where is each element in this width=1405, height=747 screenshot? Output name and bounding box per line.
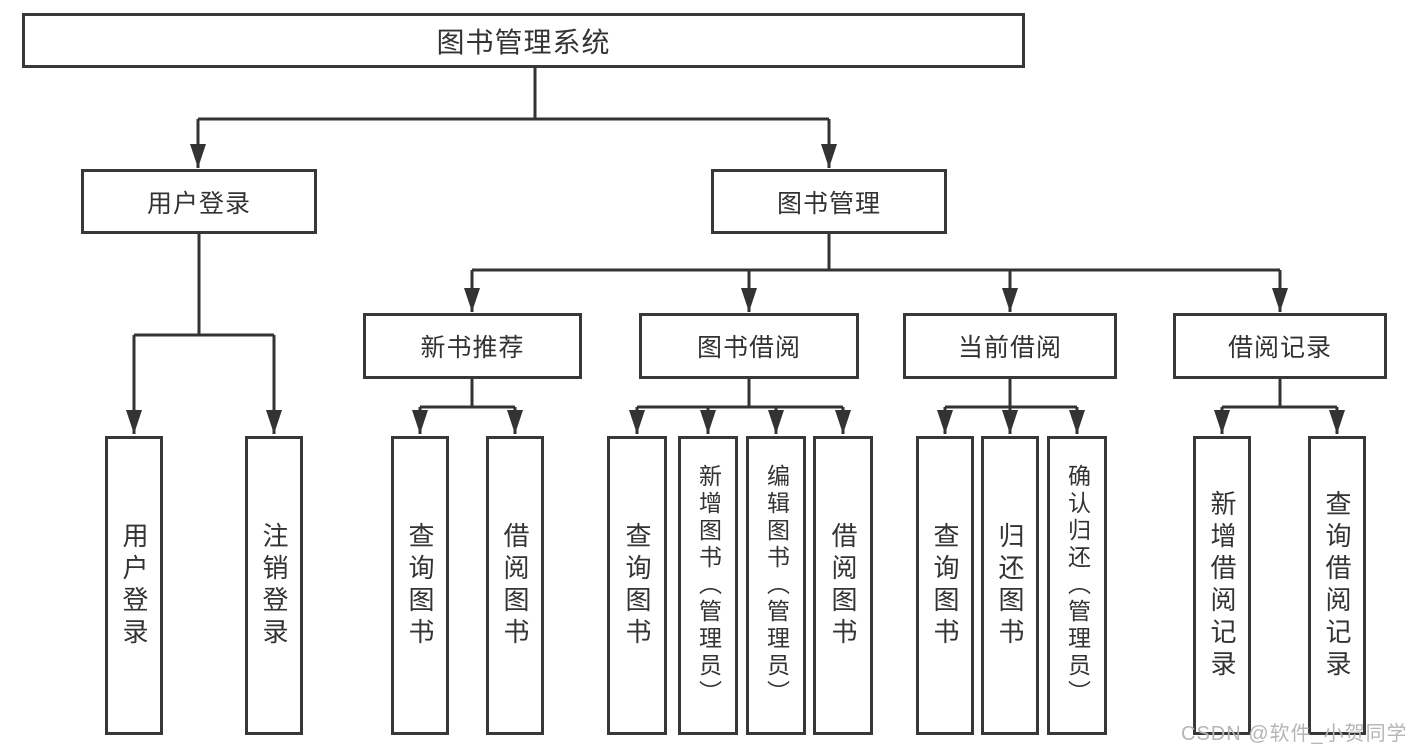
leaf-br-add-borrow-record: 新增借阅记录 — [1193, 436, 1251, 735]
node-book-borrow: 图书借阅 — [639, 313, 859, 379]
node-new-book-recommend: 新书推荐 — [363, 313, 582, 379]
node-book-management: 图书管理 — [711, 169, 947, 234]
node-borrow-records-label: 借阅记录 — [1227, 334, 1332, 362]
leaf-cb-query-books-label: 查询图书 — [930, 521, 960, 650]
leaf-bb-borrow-books: 借阅图书 — [813, 436, 873, 735]
leaf-bb-edit-books-admin: 编辑图书（管理员） — [746, 436, 806, 735]
leaf-cb-query-books: 查询图书 — [916, 436, 974, 735]
leaf-nb-borrow-books-label: 借阅图书 — [500, 521, 530, 650]
node-current-borrow-label: 当前借阅 — [957, 334, 1062, 362]
node-user-login: 用户登录 — [81, 169, 317, 234]
leaf-nb-borrow-books: 借阅图书 — [486, 436, 544, 735]
leaf-logout-label: 注销登录 — [259, 521, 289, 650]
leaf-bb-add-books-admin-label: 新增图书（管理员） — [695, 464, 722, 707]
node-book-management-label: 图书管理 — [776, 189, 881, 218]
leaf-bb-add-books-admin: 新增图书（管理员） — [678, 436, 738, 735]
node-root-label: 图书管理系统 — [436, 26, 611, 58]
leaf-logout: 注销登录 — [245, 436, 303, 735]
leaf-nb-query-books-label: 查询图书 — [405, 521, 435, 650]
node-current-borrow: 当前借阅 — [903, 313, 1117, 379]
leaf-cb-confirm-return-admin: 确认归还（管理员） — [1047, 436, 1107, 735]
leaf-bb-query-books-label: 查询图书 — [622, 521, 652, 650]
node-new-book-recommend-label: 新书推荐 — [420, 334, 525, 362]
leaf-br-add-borrow-record-label: 新增借阅记录 — [1207, 489, 1237, 682]
leaf-cb-confirm-return-admin-label: 确认归还（管理员） — [1064, 464, 1091, 707]
leaf-user-login-label: 用户登录 — [119, 521, 149, 650]
leaf-bb-edit-books-admin-label: 编辑图书（管理员） — [763, 464, 790, 707]
leaf-cb-return-books: 归还图书 — [981, 436, 1039, 735]
watermark-text: CSDN @软件_小贺同学 — [1181, 723, 1405, 745]
leaf-cb-return-books-label: 归还图书 — [995, 521, 1025, 650]
leaf-br-query-borrow-record: 查询借阅记录 — [1308, 436, 1366, 735]
leaf-user-login: 用户登录 — [105, 436, 163, 735]
leaf-bb-borrow-books-label: 借阅图书 — [828, 521, 858, 650]
node-root: 图书管理系统 — [22, 13, 1025, 68]
node-user-login-label: 用户登录 — [146, 189, 251, 218]
leaf-nb-query-books: 查询图书 — [391, 436, 449, 735]
node-borrow-records: 借阅记录 — [1173, 313, 1387, 379]
leaf-bb-query-books: 查询图书 — [607, 436, 667, 735]
leaf-br-query-borrow-record-label: 查询借阅记录 — [1322, 489, 1352, 682]
node-book-borrow-label: 图书借阅 — [696, 334, 801, 362]
